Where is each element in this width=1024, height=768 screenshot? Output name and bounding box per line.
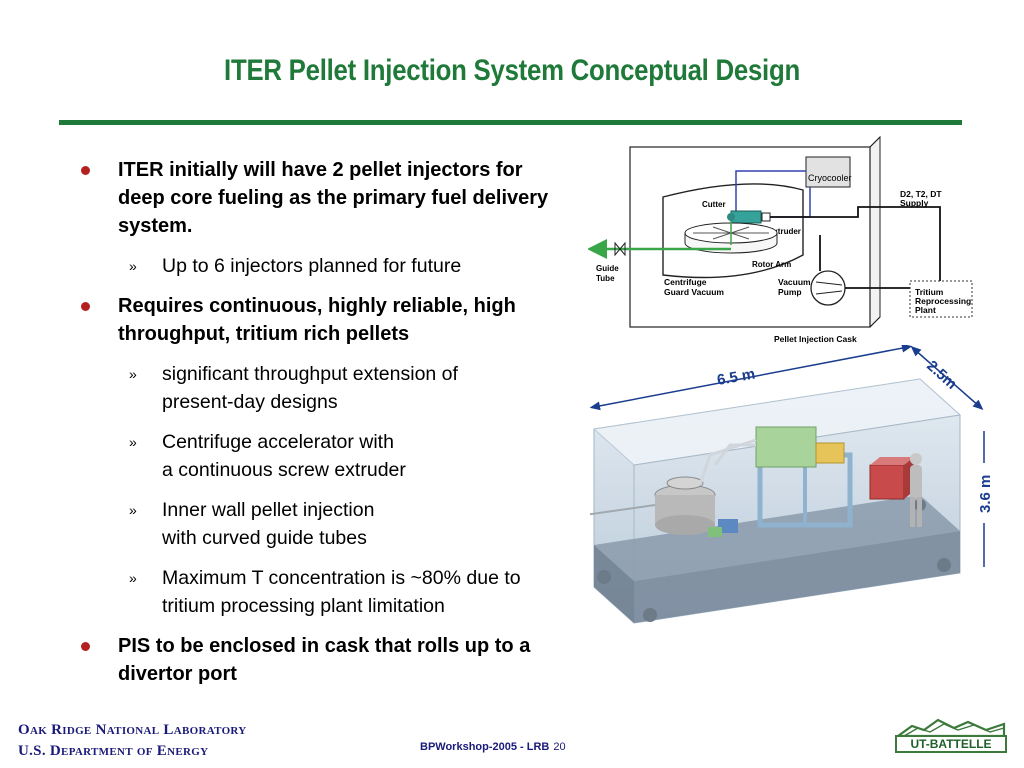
supply-line1: D2, T2, DT	[900, 189, 942, 199]
sub-bullet-text: Centrifuge accelerator with a continuous…	[162, 431, 406, 481]
guide-tube-line2: Tube	[596, 274, 615, 283]
sub-bullet-item: » Centrifuge accelerator with a continuo…	[78, 428, 573, 484]
guide-tube-line1: Guide	[596, 264, 619, 273]
cryocooler-label: Cryocooler	[808, 173, 852, 183]
cutter-label: Cutter	[702, 200, 726, 209]
centrifuge-label: Centrifuge Guard Vacuum	[664, 277, 724, 297]
bullet-dot-icon	[81, 642, 90, 651]
centrifuge-line1: Centrifuge	[664, 277, 707, 287]
sub-bullet-marker-icon: »	[129, 502, 137, 518]
bullet-item: Requires continuous, highly reliable, hi…	[78, 292, 573, 348]
sub-bullet-text: Inner wall pellet injection with curved …	[162, 499, 375, 549]
tritium-plant-label: Tritium Reprocessing Plant	[915, 287, 974, 315]
bullet-list: ITER initially will have 2 pellet inject…	[78, 156, 573, 700]
workshop-label: BPWorkshop-2005 - LRB	[420, 741, 550, 753]
sub-bullet-text: Up to 6 injectors planned for future	[162, 255, 462, 277]
bullet-text: Requires continuous, highly reliable, hi…	[118, 295, 516, 345]
page-number: 20	[553, 741, 566, 753]
sub-bullet-marker-icon: »	[129, 570, 137, 586]
bullet-item: PIS to be enclosed in cask that rolls up…	[78, 632, 573, 688]
tritium-line2: Reprocessing	[915, 296, 971, 306]
sub-bullet-marker-icon: »	[129, 366, 137, 382]
guide-tube-label: Guide Tube	[596, 264, 621, 283]
doe-name: U.S. Department of Energy	[18, 743, 209, 759]
cask-3d-rendering: 6.5 m 2.5m 3.6 m	[590, 345, 990, 624]
bullet-dot-icon	[81, 302, 90, 311]
supply-label: D2, T2, DT Supply	[900, 189, 944, 208]
vacuum-pump-label: Vacuum Pump	[778, 277, 813, 297]
bullet-text: ITER initially will have 2 pellet inject…	[118, 159, 549, 237]
ut-battelle-logo: UT-BATTELLE	[894, 718, 1007, 753]
sub-bullet-marker-icon: »	[129, 258, 137, 274]
cask-label: Pellet Injection Cask	[774, 334, 857, 344]
bullet-text: PIS to be enclosed in cask that rolls up…	[118, 635, 531, 685]
bullet-dot-icon	[81, 166, 90, 175]
vacuum-pump-line1: Vacuum	[778, 277, 811, 287]
sub-bullet-item: » Inner wall pellet injection with curve…	[78, 496, 573, 552]
sub-bullet-item: » Up to 6 injectors planned for future	[78, 252, 573, 280]
pellet-injection-schematic: Cryocooler Cutter Extruder Rotor Arm Gui…	[588, 135, 974, 344]
tritium-line1: Tritium	[915, 287, 944, 297]
slide-title: ITER Pellet Injection System Conceptual …	[224, 54, 800, 87]
sub-bullet-text: Maximum T concentration is ~80% due to t…	[162, 567, 521, 617]
lab-name: Oak Ridge National Laboratory	[18, 722, 247, 738]
extruder-label: Extruder	[768, 227, 801, 236]
length-dimension-label: 6.5 m	[716, 366, 757, 389]
sub-bullet-marker-icon: »	[129, 434, 137, 450]
height-dimension-label: 3.6 m	[977, 475, 990, 513]
sub-bullet-text: significant throughput extension of pres…	[162, 363, 458, 413]
supply-line2: Supply	[900, 198, 929, 208]
vacuum-pump-line2: Pump	[778, 287, 802, 297]
title-divider	[59, 120, 962, 125]
bullet-item: ITER initially will have 2 pellet inject…	[78, 156, 573, 240]
rotor-arm-label: Rotor Arm	[752, 260, 791, 269]
centrifuge-line2: Guard Vacuum	[664, 287, 724, 297]
tritium-line3: Plant	[915, 305, 936, 315]
logo-text: UT-BATTELLE	[910, 737, 991, 751]
sub-bullet-item: » Maximum T concentration is ~80% due to…	[78, 564, 573, 620]
sub-bullet-item: » significant throughput extension of pr…	[78, 360, 573, 416]
